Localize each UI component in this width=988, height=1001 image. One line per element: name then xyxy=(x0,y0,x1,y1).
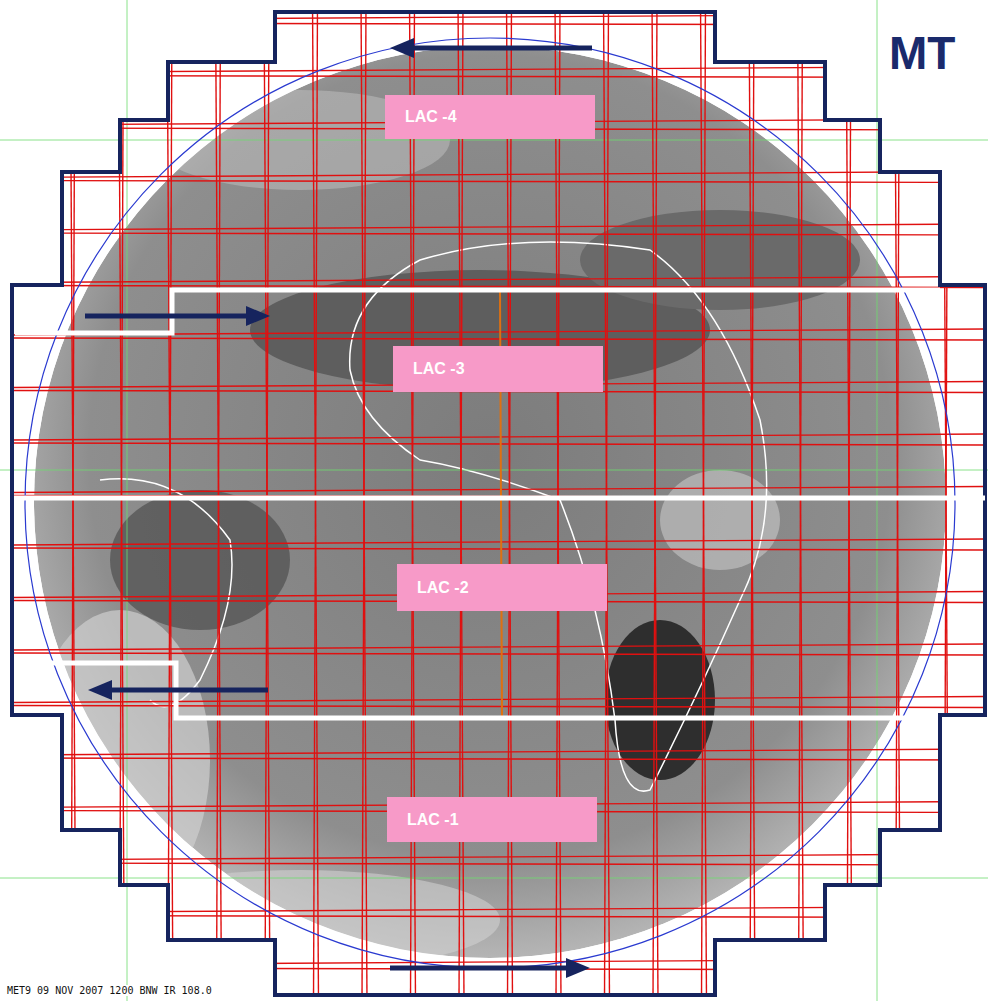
satellite-image xyxy=(30,46,946,970)
grid-line xyxy=(0,758,988,760)
grid-line xyxy=(0,644,988,650)
image-stamp: MET9 09 NOV 2007 1200 BNW IR 108.0 xyxy=(5,985,214,996)
grid-line xyxy=(0,706,988,708)
lac-label: LAC -2 xyxy=(397,579,469,597)
grid-line xyxy=(0,916,988,918)
lac-boundaries xyxy=(14,290,985,718)
grid-line xyxy=(0,539,988,545)
grid-line xyxy=(0,443,988,445)
grid-line xyxy=(0,959,988,965)
grid-line xyxy=(0,338,988,340)
grid-line xyxy=(0,181,988,183)
lac-band-box: LAC -3 xyxy=(393,346,603,392)
grid-line xyxy=(0,23,988,25)
grid-line xyxy=(0,67,988,73)
grid-line xyxy=(0,277,988,283)
grid-line xyxy=(0,968,988,970)
lac-label: LAC -3 xyxy=(393,360,465,378)
lac-label: LAC -1 xyxy=(387,811,459,829)
grid-line xyxy=(0,496,988,498)
title: MT xyxy=(889,26,955,80)
disc-outline xyxy=(25,38,955,968)
grid-line xyxy=(0,697,988,703)
grid-line xyxy=(0,434,988,440)
grid-line xyxy=(0,286,988,288)
grid-line xyxy=(0,233,988,235)
grid-line xyxy=(0,653,988,655)
lac-band-box: LAC -4 xyxy=(385,95,595,139)
grid-line xyxy=(0,172,988,178)
coverage-outline xyxy=(12,12,985,995)
lac-band-box: LAC -1 xyxy=(387,797,597,842)
grid-line xyxy=(0,224,988,230)
grid-line xyxy=(0,487,988,493)
grid-line xyxy=(0,907,988,913)
grid-line xyxy=(0,749,988,755)
grid-line xyxy=(0,854,988,860)
grid-line xyxy=(0,14,988,20)
lac-band-box: LAC -2 xyxy=(397,564,607,611)
lac-label: LAC -4 xyxy=(385,108,457,126)
grid-line xyxy=(0,548,988,550)
grid-line xyxy=(0,863,988,865)
grid-line xyxy=(0,76,988,78)
